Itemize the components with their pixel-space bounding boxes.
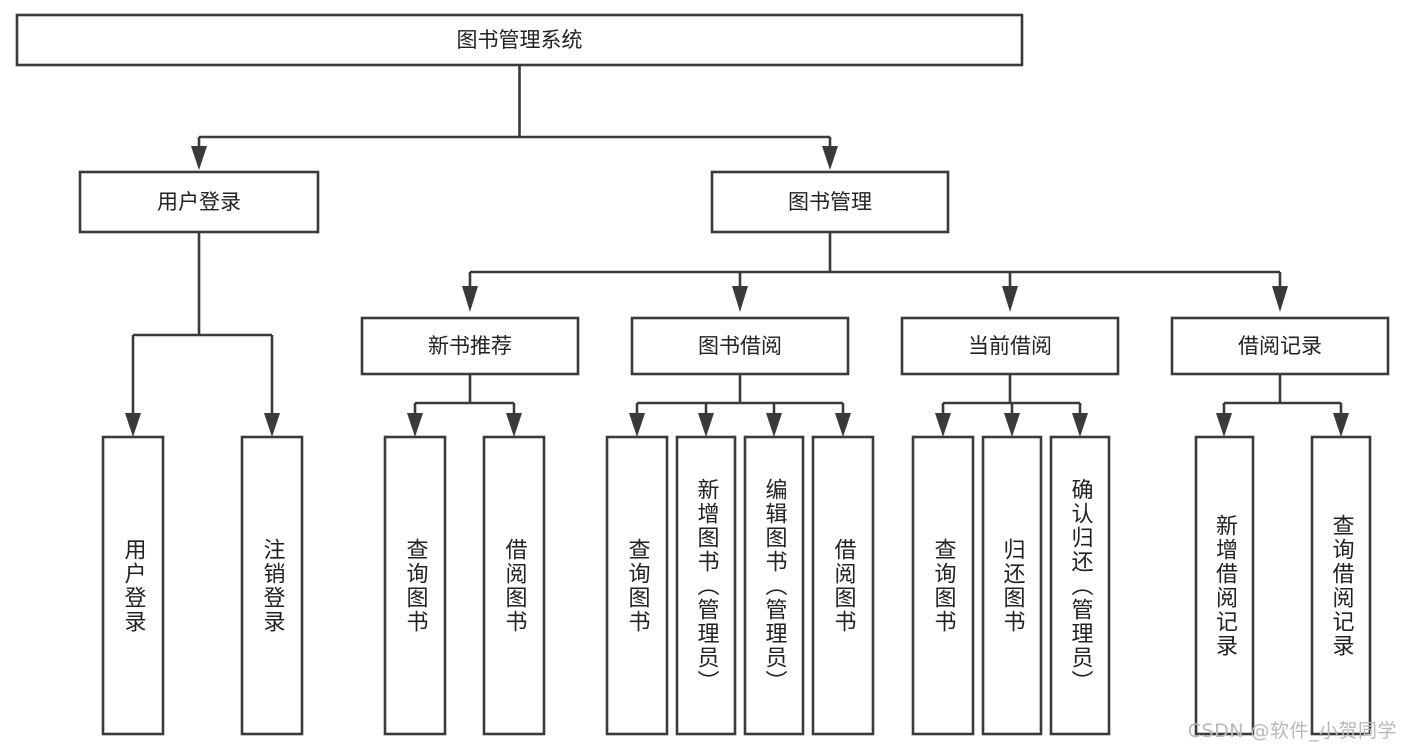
- node-new-book-rec-box: [360, 316, 580, 376]
- arrow-head-leaf-query-book-2: [629, 413, 645, 437]
- leaf-borrow-book-1-box[interactable]: [482, 435, 546, 736]
- leaf-user-login-box[interactable]: [101, 435, 165, 736]
- leaf-query-book-2-box[interactable]: [605, 435, 669, 736]
- node-current-borrow-box: [900, 316, 1120, 376]
- arrow-head-borrow-record: [1272, 286, 1288, 312]
- arrow-head-leaf-add-book: [698, 413, 714, 437]
- arrow-head-leaf-query-book-3: [935, 413, 951, 437]
- arrow-head-new-book-rec: [462, 286, 478, 312]
- connector-book-borrow-to-leaves: [629, 374, 851, 437]
- arrow-head-current-borrow: [1002, 286, 1018, 312]
- arrow-head-leaf-edit-book: [766, 413, 782, 437]
- connector-borrow-record-to-leaves: [1216, 374, 1349, 437]
- node-root[interactable]: 图书管理系统: [15, 13, 1024, 67]
- leaf-query-book-3-box[interactable]: [911, 435, 975, 736]
- leaf-return-book-box[interactable]: [981, 435, 1043, 736]
- arrow-head-leaf-user-login: [125, 413, 141, 437]
- leaf-borrow-book-2-box[interactable]: [811, 435, 875, 736]
- connector-book-manage-to-level3: [462, 232, 1288, 312]
- node-user-login-box: [78, 170, 320, 234]
- watermark: CSDN @软件_小贺同学: [1187, 720, 1397, 742]
- leaf-add-record-box[interactable]: [1194, 435, 1255, 736]
- arrow-head-user-login: [191, 146, 207, 170]
- arrow-head-leaf-borrow-book-2: [835, 413, 851, 437]
- node-user-login-label: 用户登录: [157, 190, 241, 214]
- arrow-head-leaf-borrow-book-1: [506, 413, 522, 437]
- node-user-login[interactable]: 用户登录: [78, 170, 320, 234]
- node-new-book-rec-label: 新书推荐: [428, 334, 512, 358]
- arrow-head-leaf-return-book: [1004, 413, 1020, 437]
- arrow-head-leaf-query-record: [1333, 413, 1349, 437]
- leaf-add-book-box[interactable]: [675, 435, 737, 736]
- leaf-confirm-return-box[interactable]: [1049, 435, 1111, 736]
- connector-root-to-level2: [191, 65, 838, 170]
- arrow-head-leaf-confirm-return: [1072, 413, 1088, 437]
- node-current-borrow-label: 当前借阅: [968, 334, 1052, 358]
- leaf-user-logout-box[interactable]: [240, 435, 304, 736]
- node-book-borrow[interactable]: 图书借阅: [630, 316, 850, 376]
- node-current-borrow[interactable]: 当前借阅: [900, 316, 1120, 376]
- node-root-label: 图书管理系统: [457, 28, 583, 52]
- leaf-edit-book-box[interactable]: [743, 435, 805, 736]
- connector-current-borrow-to-leaves: [935, 374, 1088, 437]
- connector-new-book-rec-to-leaves: [407, 374, 522, 437]
- node-borrow-record-label: 借阅记录: [1238, 334, 1322, 358]
- node-root-box: [15, 13, 1024, 67]
- connector-user-login-to-leaves: [125, 232, 280, 437]
- arrow-head-book-borrow: [732, 286, 748, 312]
- arrow-head-leaf-user-logout: [264, 413, 280, 437]
- node-new-book-rec[interactable]: 新书推荐: [360, 316, 580, 376]
- arrow-head-leaf-add-record: [1216, 413, 1232, 437]
- node-borrow-record[interactable]: 借阅记录: [1170, 316, 1390, 376]
- leaf-query-book-1-box[interactable]: [383, 435, 447, 736]
- arrow-head-leaf-query-book-1: [407, 413, 423, 437]
- arrow-head-book-manage: [822, 146, 838, 170]
- node-book-manage[interactable]: 图书管理: [710, 170, 950, 234]
- node-book-manage-label: 图书管理: [788, 190, 872, 214]
- node-book-borrow-label: 图书借阅: [698, 334, 782, 358]
- leaf-query-record-box[interactable]: [1310, 435, 1372, 736]
